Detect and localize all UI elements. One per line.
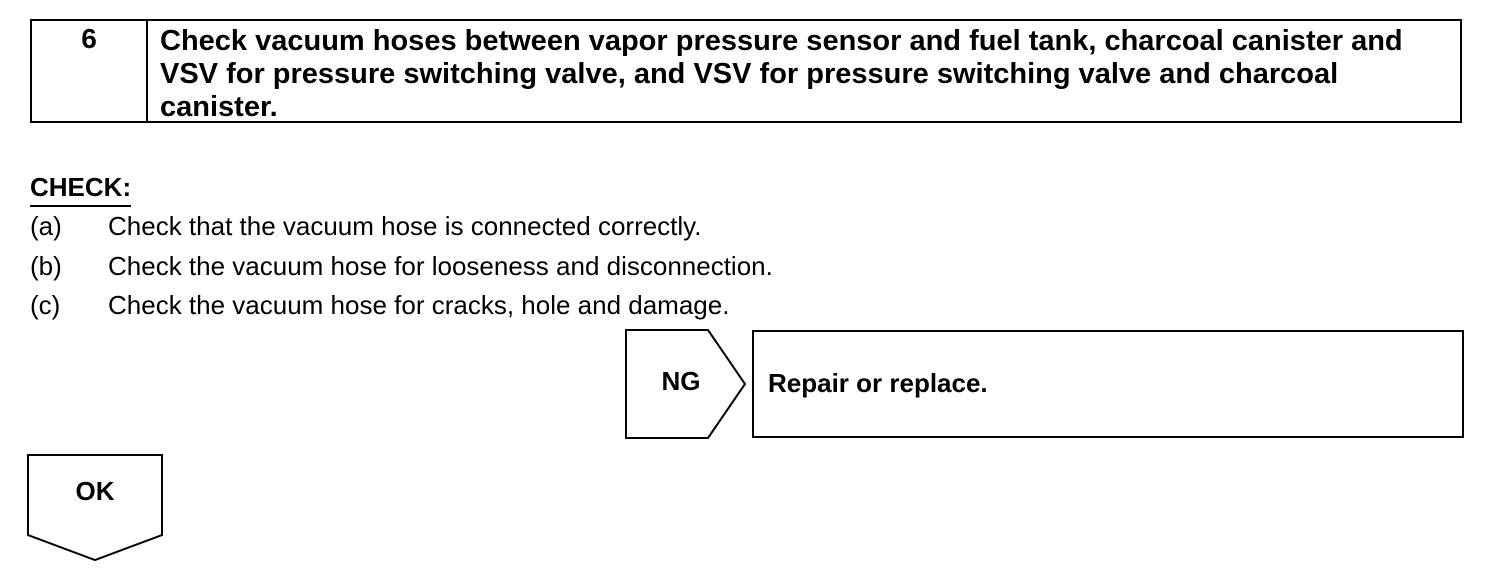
- step-number: 6: [32, 21, 148, 121]
- check-item-text: Check the vacuum hose for looseness and …: [108, 251, 773, 281]
- check-heading: CHECK:: [30, 172, 132, 207]
- ok-arrow-shape: [27, 454, 163, 562]
- step-title: Check vacuum hoses between vapor pressur…: [160, 25, 1403, 123]
- check-item: (b) Check the vacuum hose for looseness a…: [30, 251, 773, 281]
- check-item-letter: (b): [30, 251, 62, 281]
- check-item-letter: (c): [30, 290, 61, 320]
- check-item: (a) Check that the vacuum hose is connect…: [30, 211, 701, 241]
- ng-label: NG: [661, 366, 701, 396]
- ng-action-text: Repair or replace.: [768, 368, 988, 398]
- check-item-letter: (a): [30, 211, 62, 241]
- check-item-text: Check the vacuum hose for cracks, hole a…: [108, 290, 730, 320]
- check-item: (c) Check the vacuum hose for cracks, hol…: [30, 290, 729, 320]
- ng-result-box: Repair or replace.: [752, 330, 1464, 438]
- step-header-box: 6 Check vacuum hoses between vapor press…: [30, 19, 1462, 123]
- ok-label: OK: [75, 476, 115, 506]
- ng-arrow-shape: [625, 329, 747, 439]
- check-item-text: Check that the vacuum hose is connected …: [108, 211, 702, 241]
